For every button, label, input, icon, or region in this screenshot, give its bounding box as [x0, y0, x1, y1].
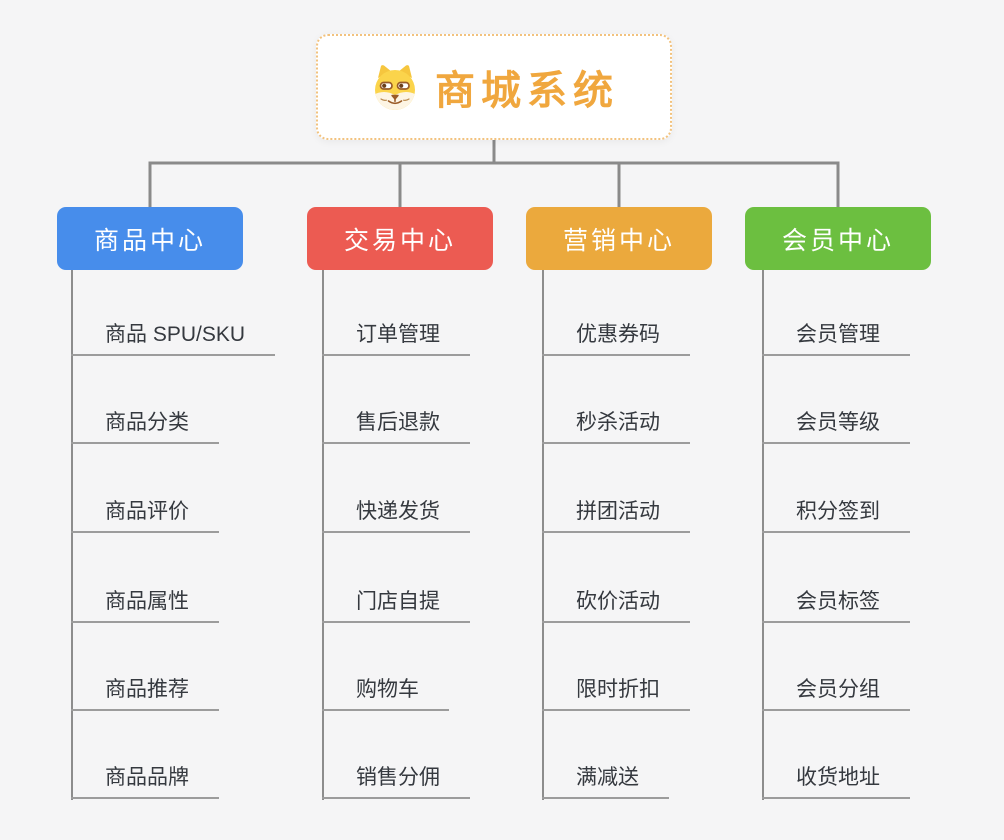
leaf-node[interactable]: 售后退款: [322, 398, 470, 444]
leaf-node[interactable]: 拼团活动: [542, 487, 690, 533]
leaf-node[interactable]: 会员管理: [762, 310, 910, 356]
branch-node-products[interactable]: 商品中心: [57, 207, 243, 270]
leaf-node[interactable]: 销售分佣: [322, 753, 470, 799]
leaf-node[interactable]: 商品属性: [71, 577, 219, 623]
leaf-node[interactable]: 购物车: [322, 665, 449, 711]
leaf-node[interactable]: 商品品牌: [71, 753, 219, 799]
branch-column-marketing: 优惠券码 秒杀活动 拼团活动 砍价活动 限时折扣 满减送: [542, 270, 792, 802]
leaf-node[interactable]: 商品分类: [71, 398, 219, 444]
leaf-node[interactable]: 会员分组: [762, 665, 910, 711]
branch-column-trade: 订单管理 售后退款 快递发货 门店自提 购物车 销售分佣: [322, 270, 572, 802]
leaf-node[interactable]: 商品评价: [71, 487, 219, 533]
leaf-node[interactable]: 砍价活动: [542, 577, 690, 623]
leaf-node[interactable]: 收货地址: [762, 753, 910, 799]
branch-node-trade[interactable]: 交易中心: [307, 207, 493, 270]
leaf-node[interactable]: 优惠券码: [542, 310, 690, 356]
leaf-node[interactable]: 满减送: [542, 753, 669, 799]
branch-column-products: 商品 SPU/SKU 商品分类 商品评价 商品属性 商品推荐 商品品牌: [71, 270, 321, 802]
leaf-node[interactable]: 会员标签: [762, 577, 910, 623]
leaf-node[interactable]: 限时折扣: [542, 665, 690, 711]
leaf-node[interactable]: 订单管理: [322, 310, 470, 356]
leaf-node[interactable]: 商品 SPU/SKU: [71, 310, 276, 356]
branch-node-marketing[interactable]: 营销中心: [526, 207, 712, 270]
leaf-node[interactable]: 会员等级: [762, 398, 910, 444]
leaf-node[interactable]: 秒杀活动: [542, 398, 690, 444]
leaf-node[interactable]: 门店自提: [322, 577, 470, 623]
leaf-node[interactable]: 积分签到: [762, 487, 910, 533]
root-node[interactable]: 商城系统: [316, 34, 672, 140]
leaf-node[interactable]: 快递发货: [322, 487, 470, 533]
shiba-dog-icon: [369, 63, 421, 111]
root-title: 商城系统: [435, 69, 619, 113]
branch-column-members: 会员管理 会员等级 积分签到 会员标签 会员分组 收货地址: [762, 270, 1004, 802]
leaf-node[interactable]: 商品推荐: [71, 665, 219, 711]
branch-node-members[interactable]: 会员中心: [745, 207, 931, 270]
